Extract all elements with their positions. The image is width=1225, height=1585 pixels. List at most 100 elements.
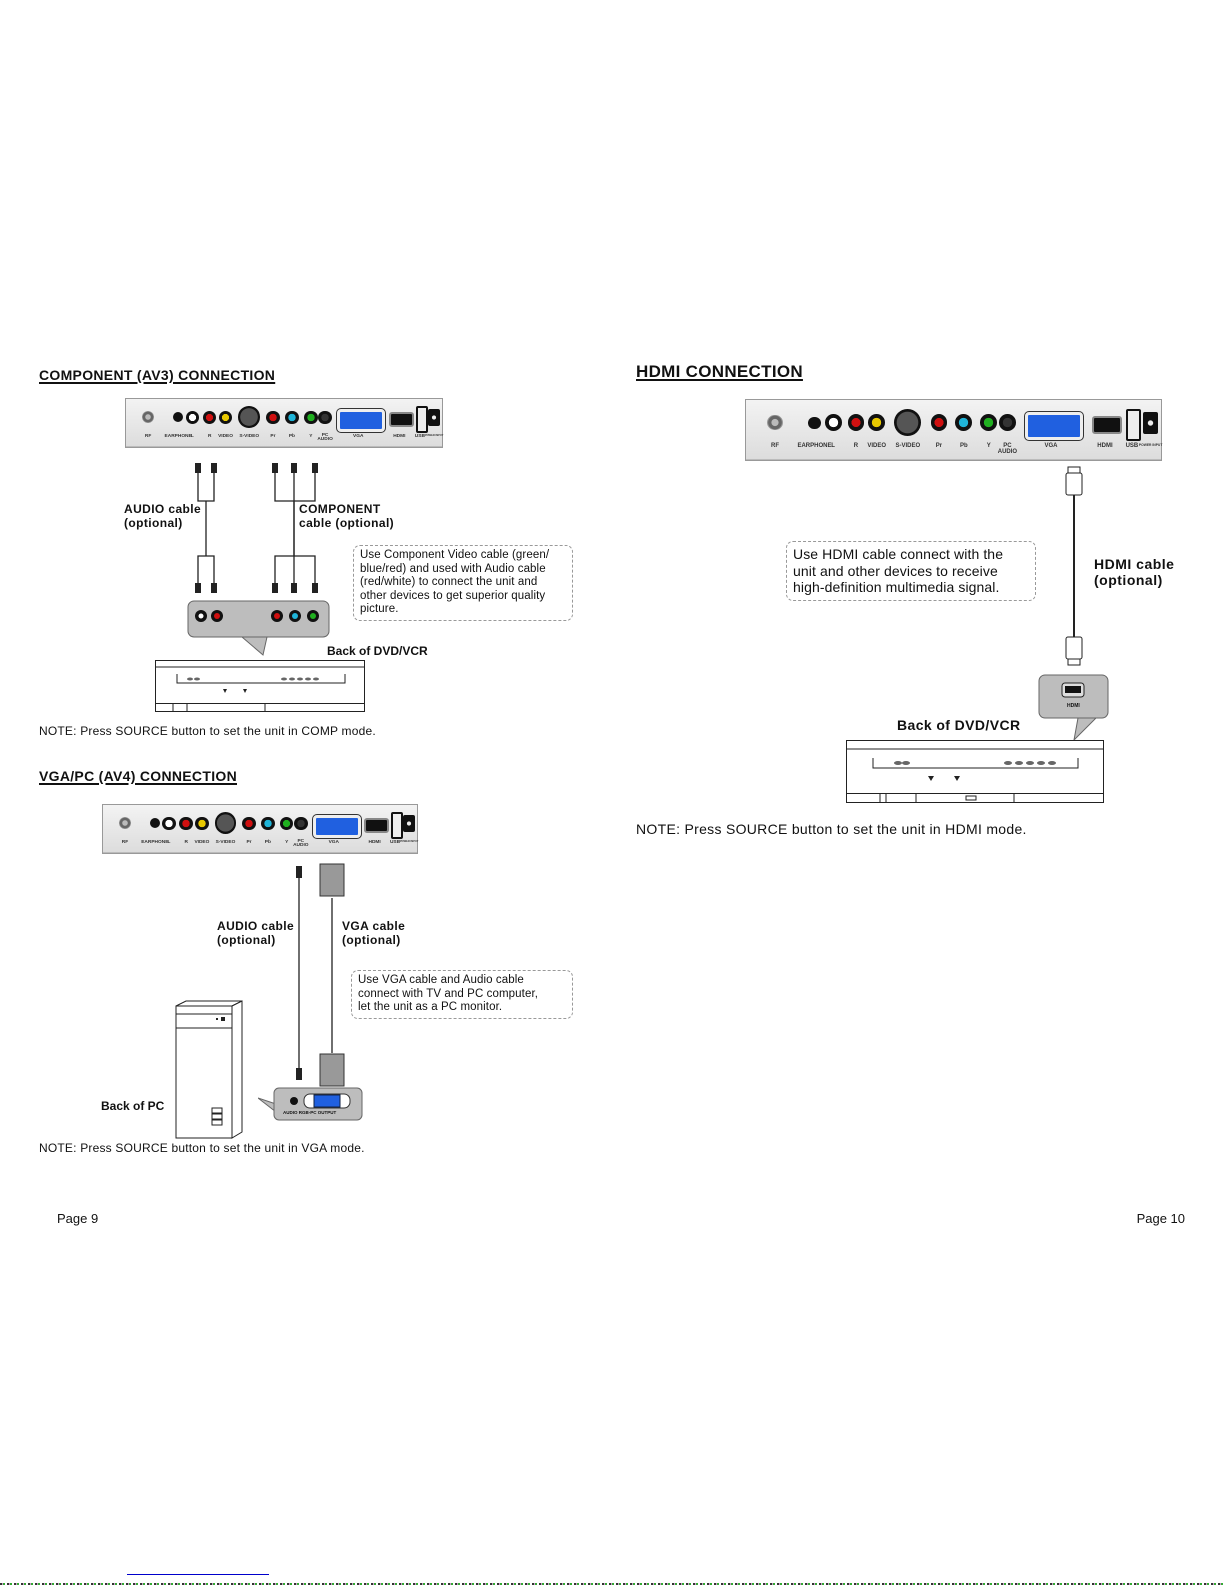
label-line: (optional)	[217, 933, 276, 947]
tv-port-label: EARPHONE	[797, 443, 832, 450]
bottom-border	[0, 1583, 1225, 1585]
rca-plug-bottom	[312, 583, 318, 593]
tv-port-label: Y	[309, 433, 313, 439]
tv-port-pb	[955, 414, 973, 432]
tv-port-label: R	[184, 839, 188, 845]
tv-port-label: Pb	[960, 443, 968, 450]
tv-port-usb	[415, 405, 429, 433]
tv-port-usb	[1126, 408, 1142, 442]
callout-line: picture.	[360, 603, 399, 615]
hdmi-callout: Use HDMI cable connect with the unit and…	[786, 541, 1036, 601]
vga-plug-bottom	[319, 1053, 345, 1087]
tv-port-label: PC AUDIO	[317, 432, 333, 443]
tv-port-label: VGA	[353, 433, 364, 439]
callout-line: (red/white) to connect the unit and	[360, 576, 538, 588]
hdmi-dvd-label: Back of DVD/VCR	[897, 717, 1021, 733]
tv-port-pr	[242, 816, 256, 830]
tv-port-label: RF	[771, 443, 780, 450]
hdmi-cable-diagram	[1060, 465, 1090, 670]
tv-port-label: S-VIDEO	[239, 433, 260, 439]
tv-port-label: VIDEO	[867, 443, 887, 450]
dvd-hdmi-bubble	[1038, 674, 1110, 742]
tv-port-label: PC AUDIO	[997, 443, 1018, 456]
label-line: HDMI cable	[1094, 556, 1175, 572]
rca-plug-top	[272, 463, 278, 473]
tv-port-video	[195, 816, 209, 830]
tv-port-y	[304, 410, 318, 424]
tv-port-power-input	[403, 814, 416, 832]
tv-port-label: RF	[121, 839, 129, 845]
tv-port-l	[185, 410, 200, 424]
tv-port-label: POWER INPUT	[424, 433, 444, 437]
hdmi-cable-label: HDMI cable (optional)	[1094, 556, 1174, 588]
tv-port-vga	[312, 814, 361, 838]
tv-port-video	[218, 410, 233, 424]
hdmi-heading: HDMI CONNECTION	[636, 362, 803, 381]
tv-port-vga	[1024, 411, 1084, 440]
tv-port-earphone	[808, 416, 821, 430]
tv-port-label: USB	[414, 433, 425, 439]
tv-port-label: RF	[144, 433, 152, 439]
callout-line: other devices to get superior quality	[360, 589, 546, 602]
callout-line: Use VGA cable and Audio cable	[358, 974, 524, 986]
audio-cable-label-line: AUDIO cable	[124, 502, 202, 516]
dvd-label: Back of DVD/VCR	[327, 644, 428, 658]
tv-port-label: Y	[285, 839, 289, 845]
tv-port-label: Y	[986, 443, 991, 450]
tv-port-l	[824, 414, 842, 432]
tv-port-rf	[118, 817, 132, 830]
tv-port-power-input	[1143, 411, 1159, 434]
page-number-10: Page 10	[1136, 1211, 1185, 1226]
tv-port-hdmi	[363, 817, 390, 833]
tv-port-pc-audio	[318, 410, 332, 424]
tv-port-label: R	[208, 433, 212, 439]
vga-heading: VGA/PC (AV4) CONNECTION	[39, 768, 237, 784]
pc-vga-port	[313, 1094, 341, 1108]
component-callout: Use Component Video cable (green/ blue/r…	[353, 545, 573, 621]
tv-port-label: POWER INPUT	[399, 839, 419, 843]
component-cable-label-line: COMPONENT	[299, 502, 381, 516]
bottom-link-line	[127, 1574, 269, 1575]
rca-plug-bottom	[272, 583, 278, 593]
tv-port-s-video	[214, 812, 237, 834]
tv-port-label: HDMI	[1097, 443, 1113, 450]
component-heading: COMPONENT (AV3) CONNECTION	[39, 367, 276, 383]
dvd-port-bubble	[187, 600, 330, 656]
audio-plug-bottom	[296, 1068, 302, 1080]
callout-line: Use Component Video cable (green/	[360, 549, 550, 561]
tv-port-hdmi	[388, 411, 415, 427]
tv-port-earphone	[173, 412, 184, 423]
dvd-port-r	[211, 610, 223, 622]
pc-tower	[174, 1000, 244, 1140]
callout-line: let the unit as a PC monitor.	[358, 1001, 503, 1013]
tv-port-label: Pr	[246, 839, 252, 845]
tv-port-label: L	[167, 839, 171, 845]
label-line: AUDIO cable	[217, 919, 295, 933]
tv-port-hdmi	[1091, 416, 1123, 434]
component-cable-label: COMPONENT cable (optional)	[299, 502, 394, 530]
tv-port-label: Pr	[270, 433, 276, 439]
rca-plug-top	[312, 463, 318, 473]
tv-port-label: S-VIDEO	[895, 443, 921, 450]
tv-port-rf	[767, 415, 783, 431]
tv-port-pc-audio	[294, 816, 308, 830]
callout-line: unit and other devices to receive	[793, 562, 998, 579]
hdmi-plug-tip-top	[1067, 466, 1081, 474]
tv-port-label: POWER INPUT	[1138, 443, 1163, 448]
audio-cable-label-line: (optional)	[124, 516, 183, 530]
callout-line: Use HDMI cable connect with the	[793, 546, 1004, 562]
tv-port-pr	[266, 410, 280, 424]
callout-line: blue/red) and used with Audio cable	[360, 562, 546, 575]
vga-audio-cable-label: AUDIO cable (optional)	[217, 919, 294, 947]
audio-plug-top	[296, 866, 302, 878]
dvd-vcr-device	[846, 740, 1104, 804]
vga-note: NOTE: Press SOURCE button to set the uni…	[39, 1141, 365, 1155]
tv-port-label: PC AUDIO	[293, 838, 309, 849]
tv-port-y	[279, 816, 294, 830]
callout-line: connect with TV and PC computer,	[358, 987, 539, 1000]
hdmi-note: NOTE: Press SOURCE button to set the uni…	[636, 821, 1027, 837]
tv-port-label: EARPHONE	[164, 433, 192, 439]
tv-port-r	[847, 414, 865, 432]
callout-line: high-definition multimedia signal.	[793, 579, 1000, 595]
